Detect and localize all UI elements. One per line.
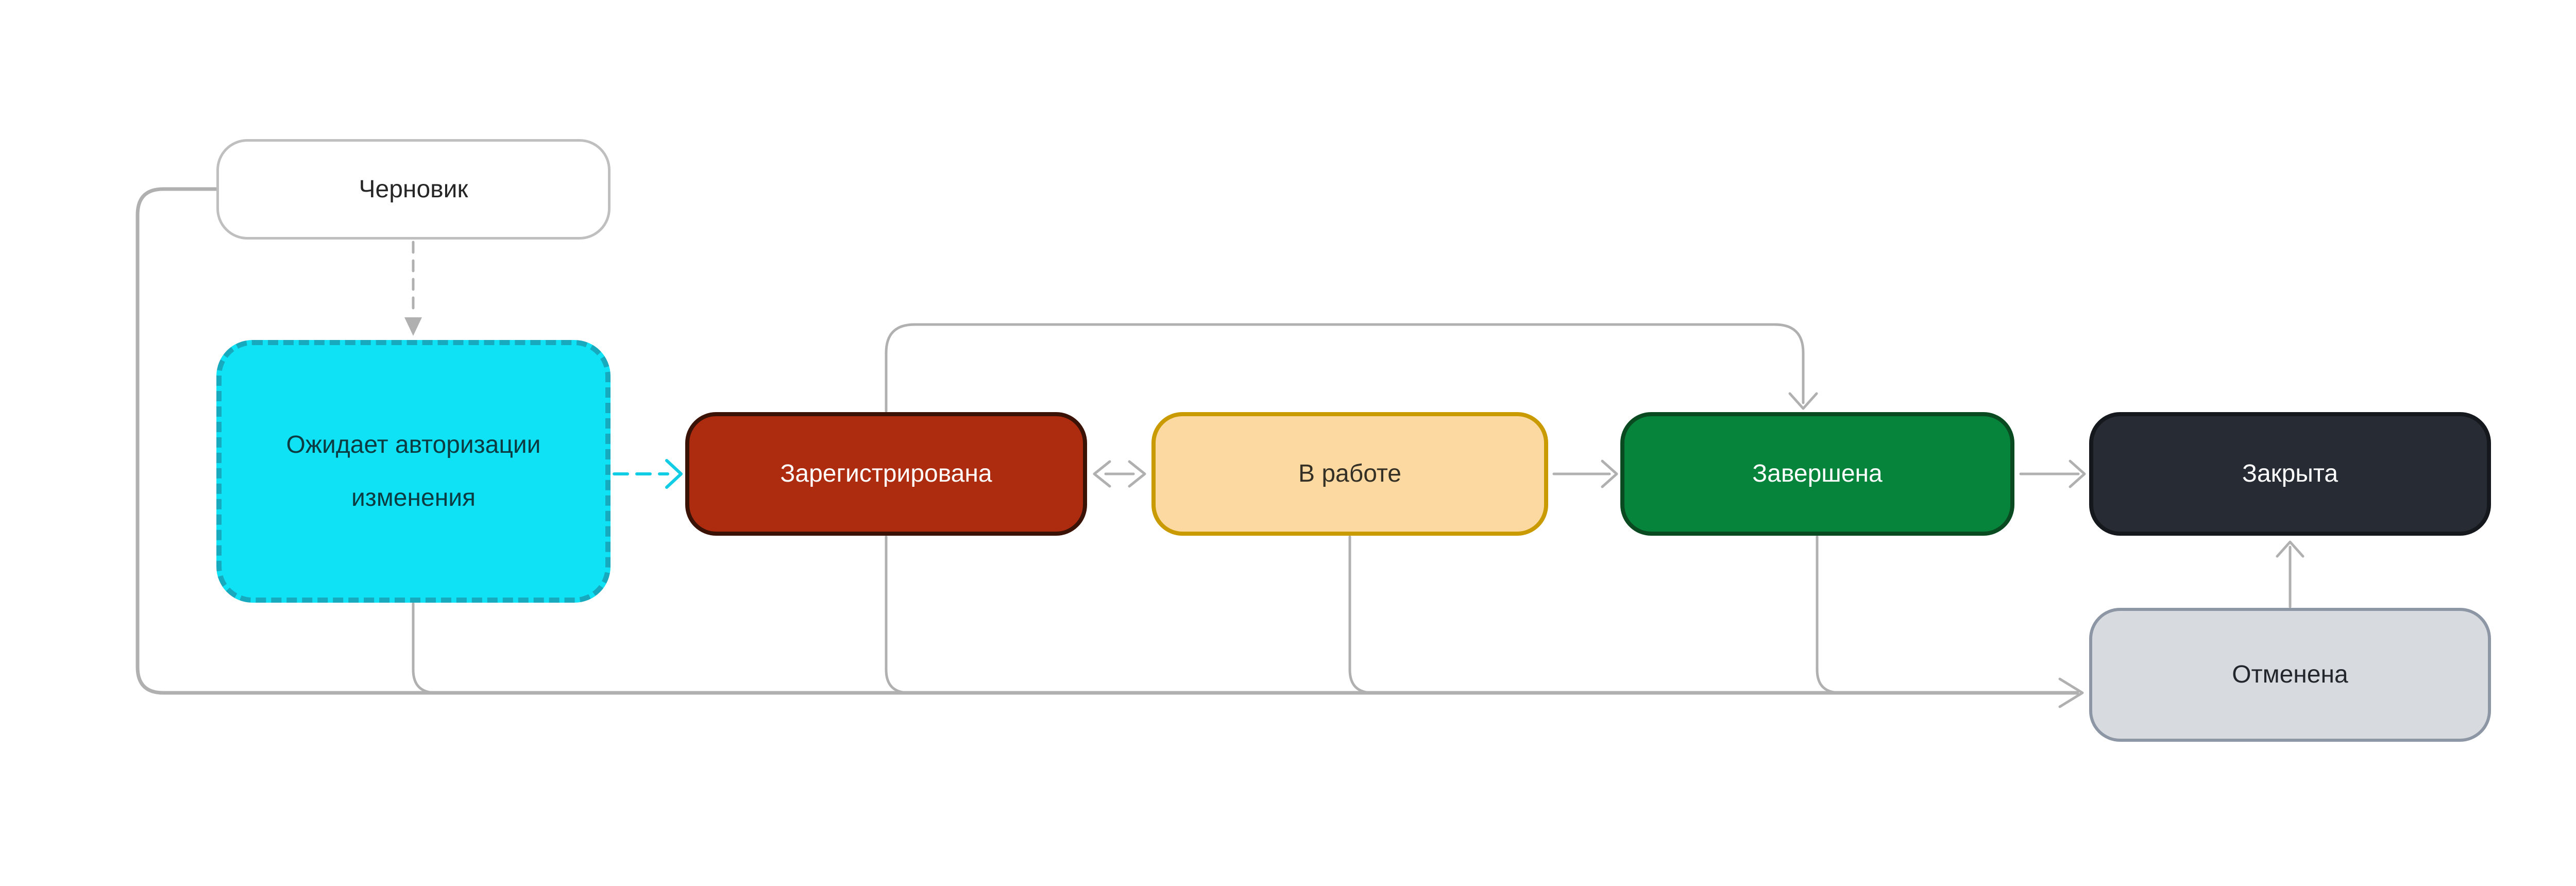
edge-registered-to-done bbox=[885, 323, 1805, 413]
node-closed: Закрыта bbox=[2089, 412, 2491, 536]
node-completed-label: Завершена bbox=[1752, 460, 1883, 487]
edge-done-to-cancelled bbox=[1816, 535, 1842, 694]
edge-registered-to-cancelled bbox=[885, 535, 911, 694]
arrowhead-into-done-left-icon bbox=[1601, 459, 1618, 488]
node-awaiting-authorization-label: Ожидает авторизации изменения bbox=[286, 431, 541, 512]
edge-inwork-to-cancelled bbox=[1348, 535, 1375, 694]
arrowhead-into-closed-bottom-icon bbox=[2276, 540, 2304, 558]
arrowhead-into-done-top-icon bbox=[1788, 392, 1818, 410]
edge-awaiting-to-cancelled bbox=[412, 602, 438, 694]
node-draft: Черновик bbox=[216, 139, 611, 240]
arrowhead-into-inwork-left-icon bbox=[1128, 460, 1146, 488]
node-in-progress: В работе bbox=[1151, 412, 1548, 536]
arrowhead-into-registered-icon bbox=[665, 459, 683, 489]
arrowhead-into-registered-right-icon bbox=[1093, 460, 1111, 488]
node-registered-label: Зарегистрирована bbox=[780, 460, 992, 487]
node-closed-label: Закрыта bbox=[2242, 460, 2338, 487]
arrowhead-into-cancelled-icon bbox=[2058, 677, 2084, 708]
arrowhead-into-closed-left-icon bbox=[2069, 459, 2086, 488]
node-in-progress-label: В работе bbox=[1298, 460, 1401, 487]
node-draft-label: Черновик bbox=[359, 175, 468, 203]
node-cancelled-label: Отменена bbox=[2232, 661, 2348, 688]
node-completed: Завершена bbox=[1620, 412, 2014, 536]
node-cancelled: Отменена bbox=[2089, 608, 2491, 742]
node-awaiting-authorization: Ожидает авторизации изменения bbox=[216, 340, 611, 603]
arrowhead-into-awaiting-icon bbox=[404, 317, 422, 336]
node-registered: Зарегистрирована bbox=[685, 412, 1087, 536]
edge-draft-to-cancelled bbox=[135, 187, 2079, 695]
